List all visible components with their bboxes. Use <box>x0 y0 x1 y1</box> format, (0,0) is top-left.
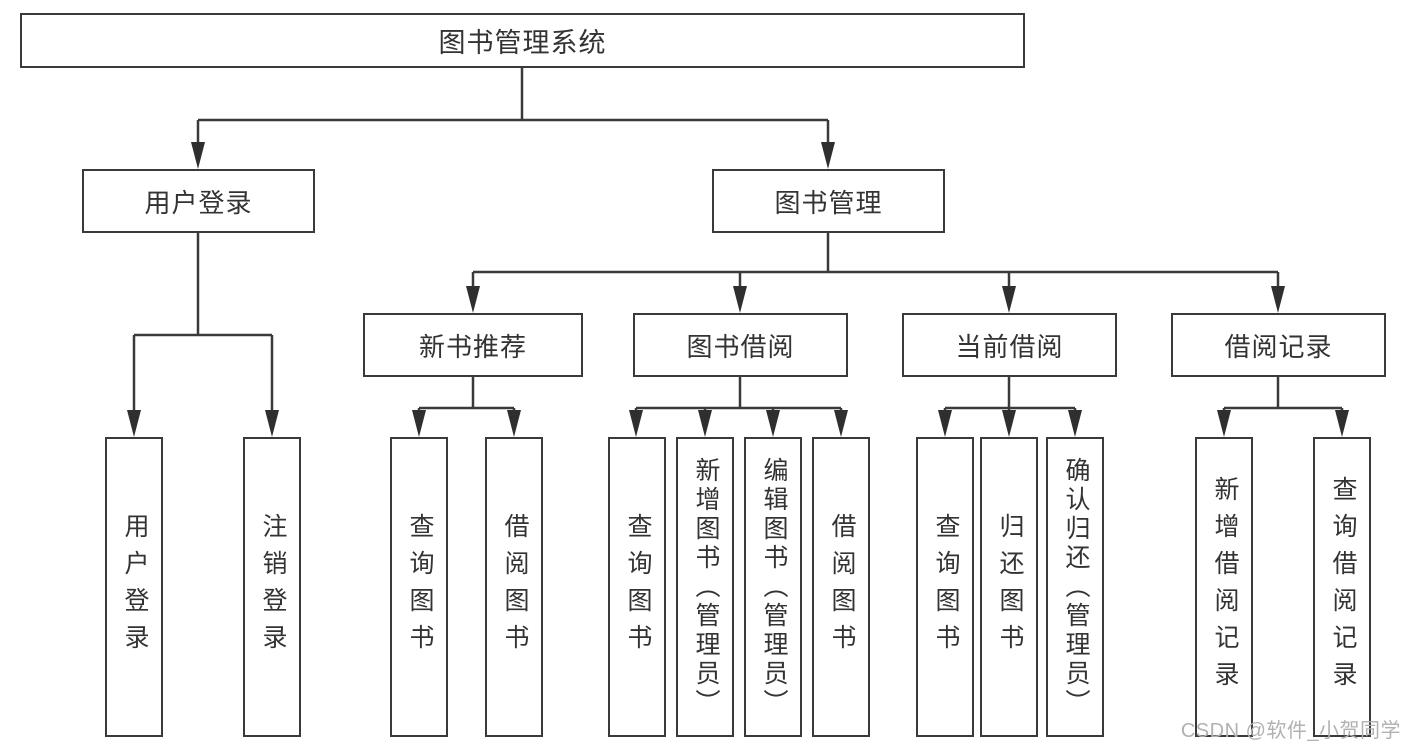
node-user-login: 用户登录 <box>82 169 315 233</box>
leaf-confirm-return-admin: 确认归还（管理员） <box>1046 437 1104 737</box>
leaf-borrow-books-2: 借阅图书 <box>812 437 870 737</box>
leaf-edit-books-admin: 编辑图书（管理员） <box>744 437 802 737</box>
leaf-borrow-books-1: 借阅图书 <box>485 437 543 737</box>
leaf-user-login: 用户登录 <box>105 437 163 737</box>
leaf-query-books-2: 查询图书 <box>608 437 666 737</box>
node-current-borrowing: 当前借阅 <box>902 313 1117 377</box>
node-new-book-recommendation: 新书推荐 <box>363 313 583 377</box>
leaf-query-borrow-record: 查询借阅记录 <box>1313 437 1371 737</box>
leaf-add-books-admin: 新增图书（管理员） <box>676 437 734 737</box>
node-book-management: 图书管理 <box>712 169 945 233</box>
node-root-library-system: 图书管理系统 <box>20 13 1025 68</box>
leaf-logout: 注销登录 <box>243 437 301 737</box>
leaf-query-books-1: 查询图书 <box>390 437 448 737</box>
leaf-query-books-3: 查询图书 <box>916 437 974 737</box>
leaf-add-borrow-record: 新增借阅记录 <box>1195 437 1253 737</box>
leaf-return-books: 归还图书 <box>980 437 1038 737</box>
node-book-borrowing: 图书借阅 <box>633 313 848 377</box>
node-borrowing-records: 借阅记录 <box>1171 313 1386 377</box>
csdn-watermark: CSDN @软件_小贺同学 <box>1180 720 1401 742</box>
